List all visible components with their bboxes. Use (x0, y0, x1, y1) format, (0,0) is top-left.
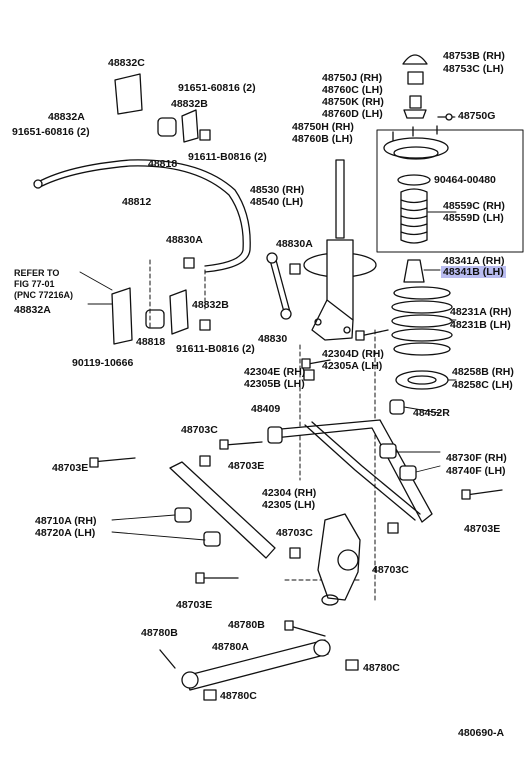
part-label-48730F: 48730F (RH) (446, 452, 507, 464)
part-label-48740F: 48740F (LH) (446, 465, 506, 477)
part-label-48812: 48812 (122, 196, 152, 208)
part-label-48258B: 48258B (RH) (452, 366, 514, 378)
mount-group-frame (376, 129, 524, 253)
refer-note-line2: FIG 77-01 (14, 279, 55, 289)
part-label-48750K: 48750K (RH) (322, 96, 384, 108)
rear-axle-carrier-icon (317, 513, 361, 606)
part-label-91611-B0816-top: 91611-B0816 (2) (188, 151, 267, 163)
coil-spring-icon (391, 286, 453, 356)
dust-boot-icon (400, 188, 428, 244)
part-label-48832B-low: 48832B (192, 299, 229, 311)
part-label-91651-60816-left: 91651-60816 (2) (12, 126, 90, 138)
part-label-48818-top: 48818 (148, 158, 178, 170)
shock-absorber-icon (303, 159, 377, 341)
part-label-48818-low: 48818 (136, 336, 166, 348)
part-label-48452R: 48452R (413, 407, 450, 419)
part-label-48780C-a: 48780C (363, 662, 400, 674)
part-label-48750H: 48750H (RH) (292, 121, 354, 133)
part-label-48540: 48540 (LH) (250, 196, 304, 208)
spring-seat-icon (395, 370, 449, 390)
part-label-48559D: 48559D (LH) (443, 212, 504, 224)
part-label-48703C-b: 48703C (276, 527, 313, 539)
part-label-48703C-a: 48703C (181, 424, 218, 436)
part-label-91611-B0816-low: 91611-B0816 (2) (176, 343, 255, 355)
part-label-48341A: 48341A (RH) (443, 255, 505, 267)
bump-stopper-icon (403, 259, 425, 283)
part-label-48703E-c: 48703E (464, 523, 501, 535)
part-label-90464-00480: 90464-00480 (434, 174, 496, 186)
stabilizer-bracket-upper-icon (114, 73, 199, 143)
part-label-48780B-b: 48780B (228, 619, 265, 631)
part-label-48830: 48830 (258, 333, 288, 345)
part-label-48832A-top: 48832A (48, 111, 85, 123)
part-label-48780C-b: 48780C (220, 690, 257, 702)
part-label-48750G: 48750G (458, 110, 496, 122)
part-label-90119-10666: 90119-10666 (72, 357, 134, 369)
trailing-arm-icon (169, 461, 276, 559)
strut-rod-icon (181, 639, 331, 691)
part-label-48530: 48530 (RH) (250, 184, 305, 196)
part-label-48710A: 48710A (RH) (35, 515, 97, 527)
part-label-48231B: 48231B (LH) (450, 319, 511, 331)
part-label-42304E: 42304E (RH) (244, 366, 306, 378)
part-label-48559C: 48559C (RH) (443, 200, 505, 212)
part-label-42304D: 42304D (RH) (322, 348, 384, 360)
bolt-icons (89, 329, 503, 669)
part-label-48703E-a: 48703E (228, 460, 265, 472)
upper-support-icon (383, 113, 455, 160)
mount-nut-cap-icon (402, 54, 428, 119)
part-label-48703E-d: 48703E (176, 599, 213, 611)
part-label-42305A: 42305A (LH) (322, 360, 383, 372)
part-label-48341B-highlighted: 48341B (LH) (441, 266, 506, 278)
part-label-48258C: 48258C (LH) (452, 379, 513, 391)
stabilizer-bar-icon (33, 159, 251, 273)
part-label-48830A-left: 48830A (166, 234, 203, 246)
part-label-48753C: 48753C (LH) (443, 63, 504, 75)
part-label-48780A: 48780A (212, 641, 249, 653)
part-label-48780B-a: 48780B (141, 627, 178, 639)
part-label-48832A-low: 48832A (14, 304, 51, 316)
part-label-42304: 42304 (RH) (262, 487, 317, 499)
stabilizer-link-icon (266, 252, 292, 320)
part-label-42305: 42305 (LH) (262, 499, 316, 511)
part-label-48703E-b: 48703E (52, 462, 89, 474)
part-label-48832B-top: 48832B (171, 98, 208, 110)
part-label-48720A: 48720A (LH) (35, 527, 96, 539)
part-label-48231A: 48231A (RH) (450, 306, 512, 318)
part-label-48760B: 48760B (LH) (292, 133, 353, 145)
part-label-48760D: 48760D (LH) (322, 108, 383, 120)
part-label-48832C: 48832C (108, 57, 145, 69)
refer-note-line1: REFER TO (14, 268, 60, 278)
refer-note-line3: (PNC 77216A) (14, 290, 74, 300)
diagram-id: 480690-A (458, 727, 505, 739)
part-label-48703C-c: 48703C (372, 564, 409, 576)
washer-icon (397, 174, 431, 186)
part-label-48753B: 48753B (RH) (443, 50, 505, 62)
part-label-48830A-right: 48830A (276, 238, 313, 250)
part-label-48760C: 48760C (LH) (322, 84, 383, 96)
part-label-42305B: 42305B (LH) (244, 378, 305, 390)
part-label-48750J: 48750J (RH) (322, 72, 383, 84)
bushing-icons (174, 129, 417, 701)
part-label-91651-60816-top: 91651-60816 (2) (178, 82, 256, 94)
part-label-48409: 48409 (251, 403, 281, 415)
